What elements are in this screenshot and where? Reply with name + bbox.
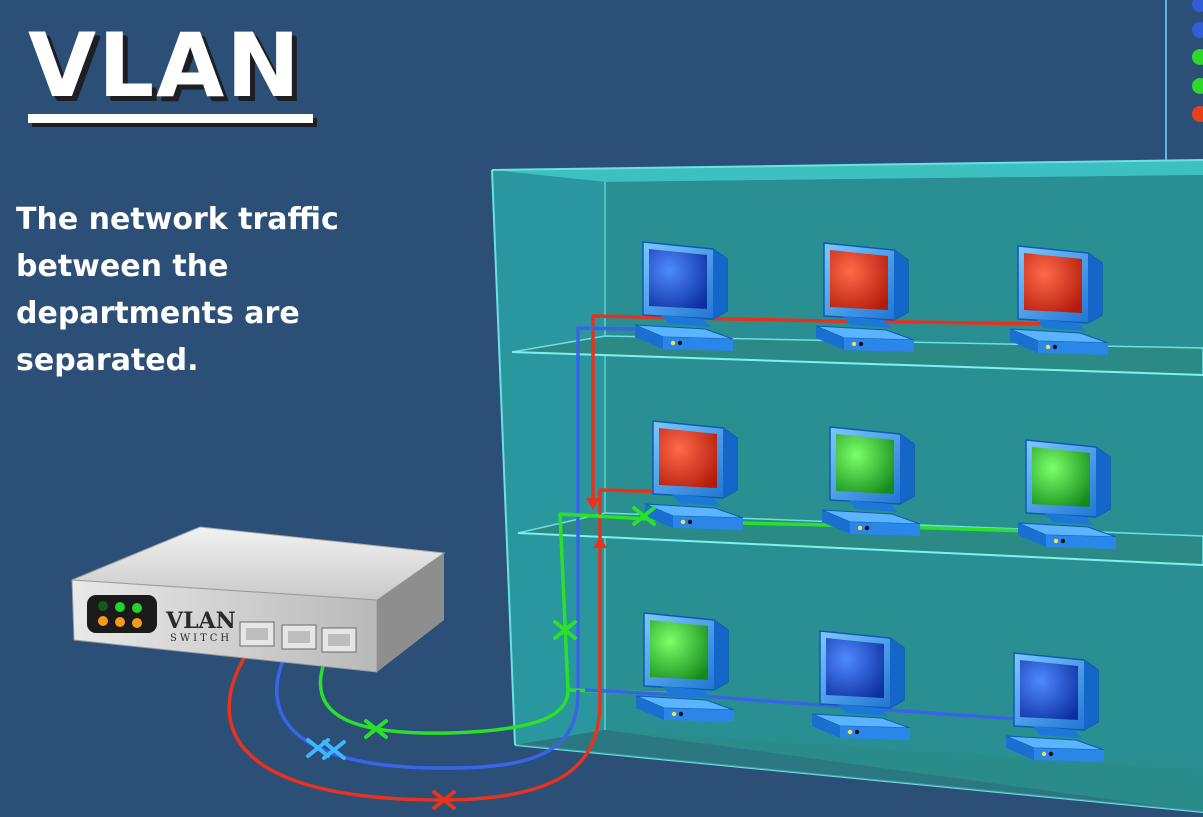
legend-dot-green-2	[1192, 78, 1203, 94]
floor-bottom	[515, 730, 1203, 812]
port-red	[239, 621, 275, 647]
legend-dot-green-1	[1192, 49, 1203, 65]
switch-brand-label: VLAN	[165, 608, 236, 634]
blue-link-bottom	[584, 688, 1061, 724]
vlan-switch: VLAN SWITCH	[71, 526, 446, 673]
legend-panel	[1165, 0, 1203, 160]
port-green	[321, 627, 357, 653]
led-2	[115, 602, 125, 612]
pc-top-1-blue	[634, 241, 734, 352]
pc-mid-3-green	[1017, 439, 1117, 550]
led-5	[115, 617, 125, 627]
led-4	[98, 616, 108, 626]
description-text: The network traffic between the departme…	[16, 202, 339, 378]
building-top	[492, 160, 1203, 182]
legend-dot-red	[1192, 106, 1203, 122]
pc-mid-2-green	[821, 426, 921, 537]
legend-dot-blue-1	[1192, 0, 1203, 12]
pc-bot-1-green	[635, 612, 735, 723]
red-arrow-down	[586, 498, 600, 510]
led-6	[132, 618, 142, 628]
green-marker-middle	[632, 506, 656, 526]
pc-top-3-red	[1009, 245, 1109, 356]
green-cable	[318, 654, 570, 735]
led-3	[132, 603, 142, 613]
blue-cable	[275, 644, 580, 770]
green-marker-vertical	[553, 620, 577, 640]
pc-bot-2-blue	[811, 630, 911, 741]
red-marker-cable	[432, 790, 456, 810]
green-marker-cable	[364, 719, 388, 739]
title-underline	[28, 114, 313, 123]
computers	[634, 241, 1117, 763]
led-panel	[87, 595, 157, 633]
pc-mid-1-red	[644, 420, 744, 531]
led-1	[98, 601, 108, 611]
switch-side	[377, 553, 444, 672]
port-blue	[281, 624, 317, 650]
switch-model-label: SWITCH	[170, 633, 232, 644]
building-left-wall	[492, 170, 605, 745]
pc-bot-3-blue	[1005, 652, 1105, 763]
legend-dot-blue-2	[1192, 22, 1203, 38]
blue-marker-2	[322, 740, 346, 760]
page-title: VLAN	[28, 14, 302, 117]
pc-top-2-red	[815, 242, 915, 353]
red-cable	[227, 540, 602, 802]
